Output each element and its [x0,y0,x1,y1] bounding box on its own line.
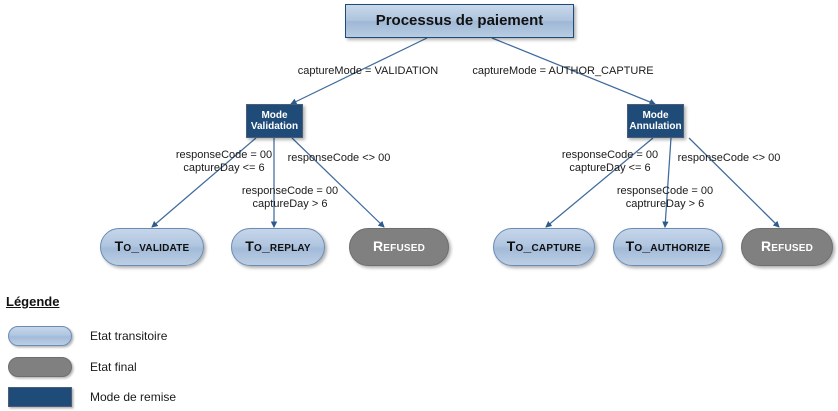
edge-label-left-refused: responseCode <> 00 [287,152,391,164]
edge-label-left-replay: responseCode = 00 captureDay > 6 [241,185,339,211]
legend-swatch-mode-icon [8,387,72,407]
legend-label-transitory: Etat transitoire [90,329,168,343]
legend-label-final: Etat final [90,360,137,374]
state-refused-left-node[interactable]: Refused [349,228,449,266]
mode-annulation-node[interactable]: Mode Annulation [627,104,684,138]
mode-validation-node[interactable]: Mode Validation [246,104,303,138]
edge-label-right-capture: responseCode = 00 captureDay <= 6 [561,149,659,175]
legend-label-mode: Mode de remise [90,390,177,404]
edge-label-right-refused: responseCode <> 00 [677,152,781,164]
process-title-node[interactable]: Processus de paiement [345,4,574,38]
state-refused-left-label: Refused [372,238,426,255]
edge-label-right-authorize: responseCode = 00 captrureDay > 6 [616,185,714,211]
state-to-authorize-node[interactable]: To_authorize [613,228,723,266]
state-to-capture-node[interactable]: To_capture [493,228,595,266]
mode-annulation-label: Mode Annulation [629,109,682,132]
state-to-validate-label: To_validate [114,238,190,255]
state-refused-right-label: Refused [760,238,814,255]
state-to-replay-node[interactable]: To_replay [231,228,325,266]
state-to-capture-label: To_capture [506,238,582,255]
edge-label-capturemode-author-capture: captureMode = AUTHOR_CAPTURE [472,65,654,77]
legend-swatch-transitory-icon [8,326,72,346]
edge-label-capturemode-validation: captureMode = VALIDATION [297,65,439,77]
legend-item-mode: Mode de remise [8,387,176,407]
edge-label-left-validate: responseCode = 00 captureDay <= 6 [175,149,273,175]
process-title-label: Processus de paiement [375,11,544,29]
state-refused-right-node[interactable]: Refused [741,228,833,266]
state-to-authorize-label: To_authorize [625,238,711,255]
legend-title: Légende [6,294,60,309]
legend-item-transitory: Etat transitoire [8,326,167,346]
legend-swatch-final-icon [8,357,72,377]
state-to-validate-node[interactable]: To_validate [100,228,204,266]
mode-validation-label: Mode Validation [250,109,299,132]
state-to-replay-label: To_replay [245,238,311,255]
legend-item-final: Etat final [8,357,137,377]
